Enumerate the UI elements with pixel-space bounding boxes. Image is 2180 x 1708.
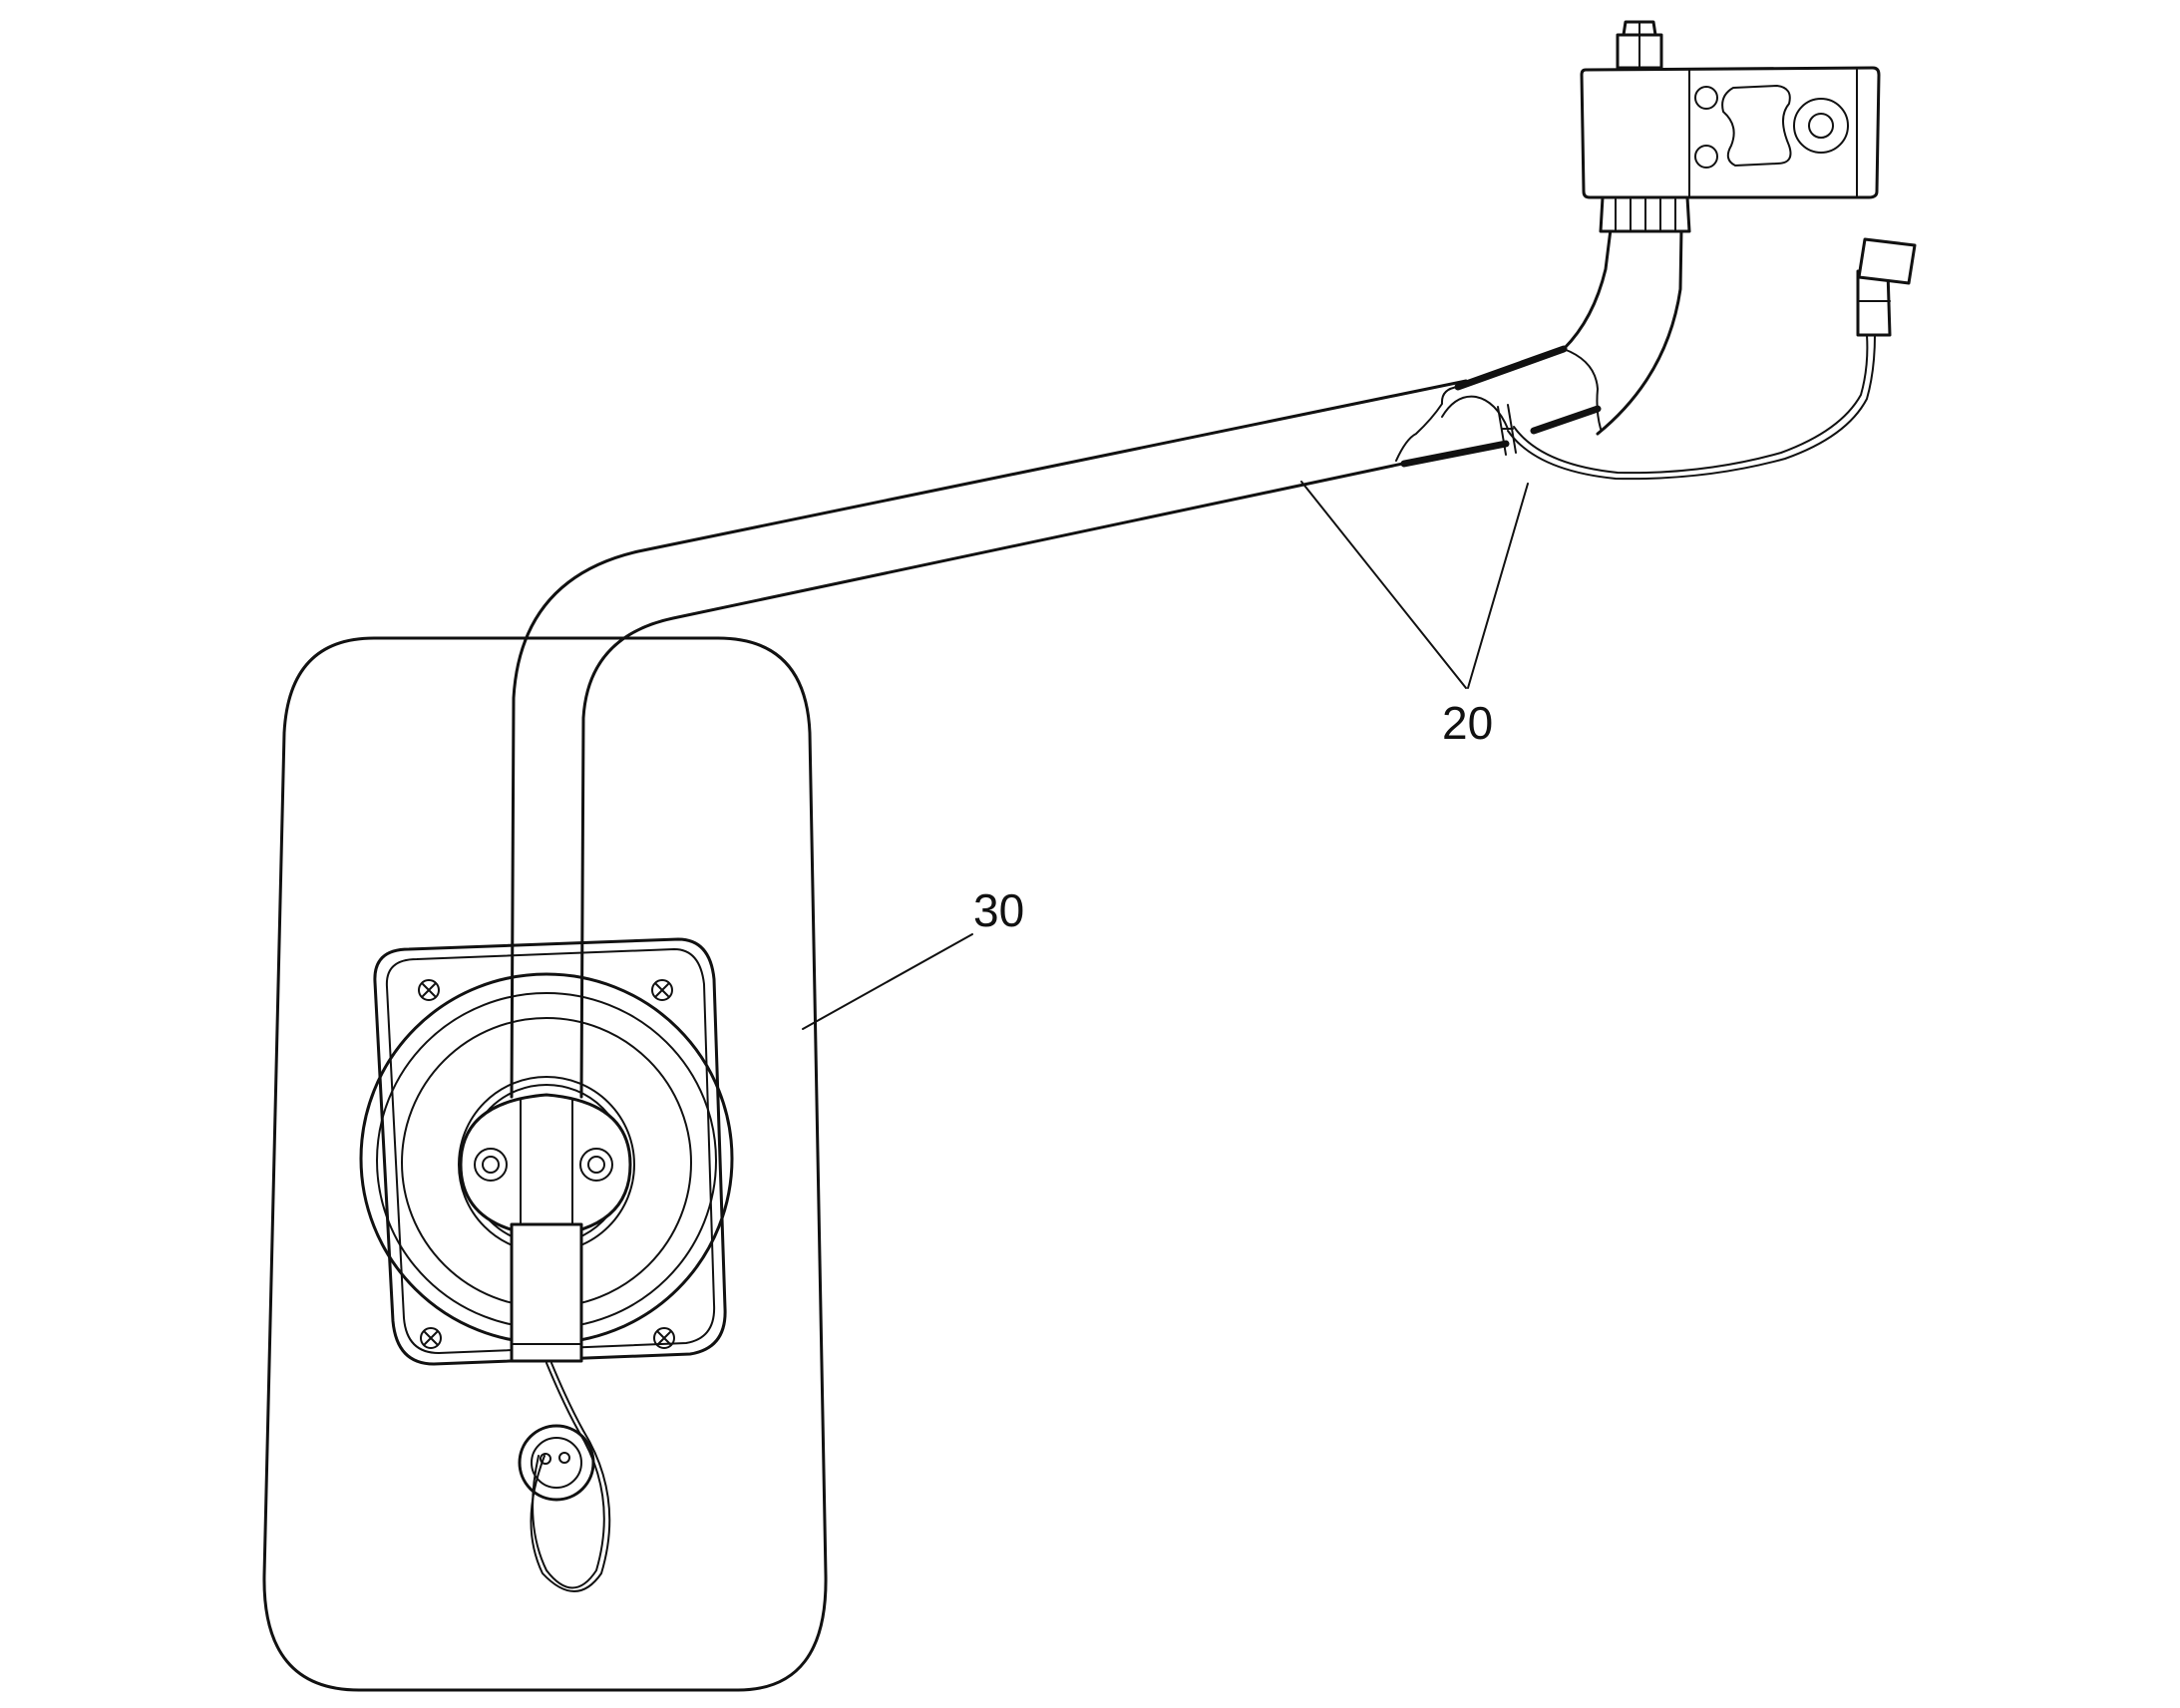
- wire-harness: [1507, 237, 1917, 481]
- mirror-mount-plate: [373, 937, 727, 1366]
- bracket-nut: [1616, 20, 1663, 70]
- arm-elbow-bend: [1562, 227, 1613, 351]
- screw-bottom-left: [420, 1327, 442, 1349]
- wire-connector: [1856, 237, 1917, 337]
- bracket-collar: [1599, 195, 1691, 233]
- screw-top-right: [651, 979, 673, 1001]
- mirror-housing-outline: [262, 636, 828, 1692]
- arm-tube-outer-edge: [510, 379, 1468, 1099]
- arm-tube-inner-edge: [579, 457, 1428, 1099]
- arm-internal-wire: [1441, 395, 1509, 430]
- arm-cutaway-edge: [1395, 348, 1602, 462]
- mounting-bracket: [1580, 20, 1881, 233]
- screw-bottom-right: [653, 1327, 675, 1349]
- mirror-head: [262, 636, 828, 1692]
- leader-20-to-harness: [1467, 483, 1529, 689]
- arm-cutaway-band-top: [1454, 345, 1568, 391]
- clamp-bolt-left: [474, 1148, 508, 1182]
- leader-30-to-mirror: [802, 933, 973, 1030]
- mirror-wire-grommet: [518, 1362, 611, 1592]
- mount-screws: [418, 979, 675, 1349]
- bracket-block: [1580, 66, 1881, 199]
- pivot-clamp: [459, 1093, 632, 1238]
- lower-arm-stub: [510, 1222, 583, 1363]
- leader-20-to-arm: [1300, 481, 1467, 689]
- callout-label-arm: 20: [1442, 697, 1493, 749]
- callout-leaders: [802, 481, 1529, 1030]
- callout-label-mirror: 30: [973, 884, 1024, 936]
- mirror-arm: [510, 227, 1683, 1099]
- screw-top-left: [418, 979, 440, 1001]
- arm-cutaway-band-bottom: [1400, 405, 1602, 468]
- bracket-holes: [1694, 85, 1849, 169]
- clamp-bolt-right: [579, 1148, 613, 1182]
